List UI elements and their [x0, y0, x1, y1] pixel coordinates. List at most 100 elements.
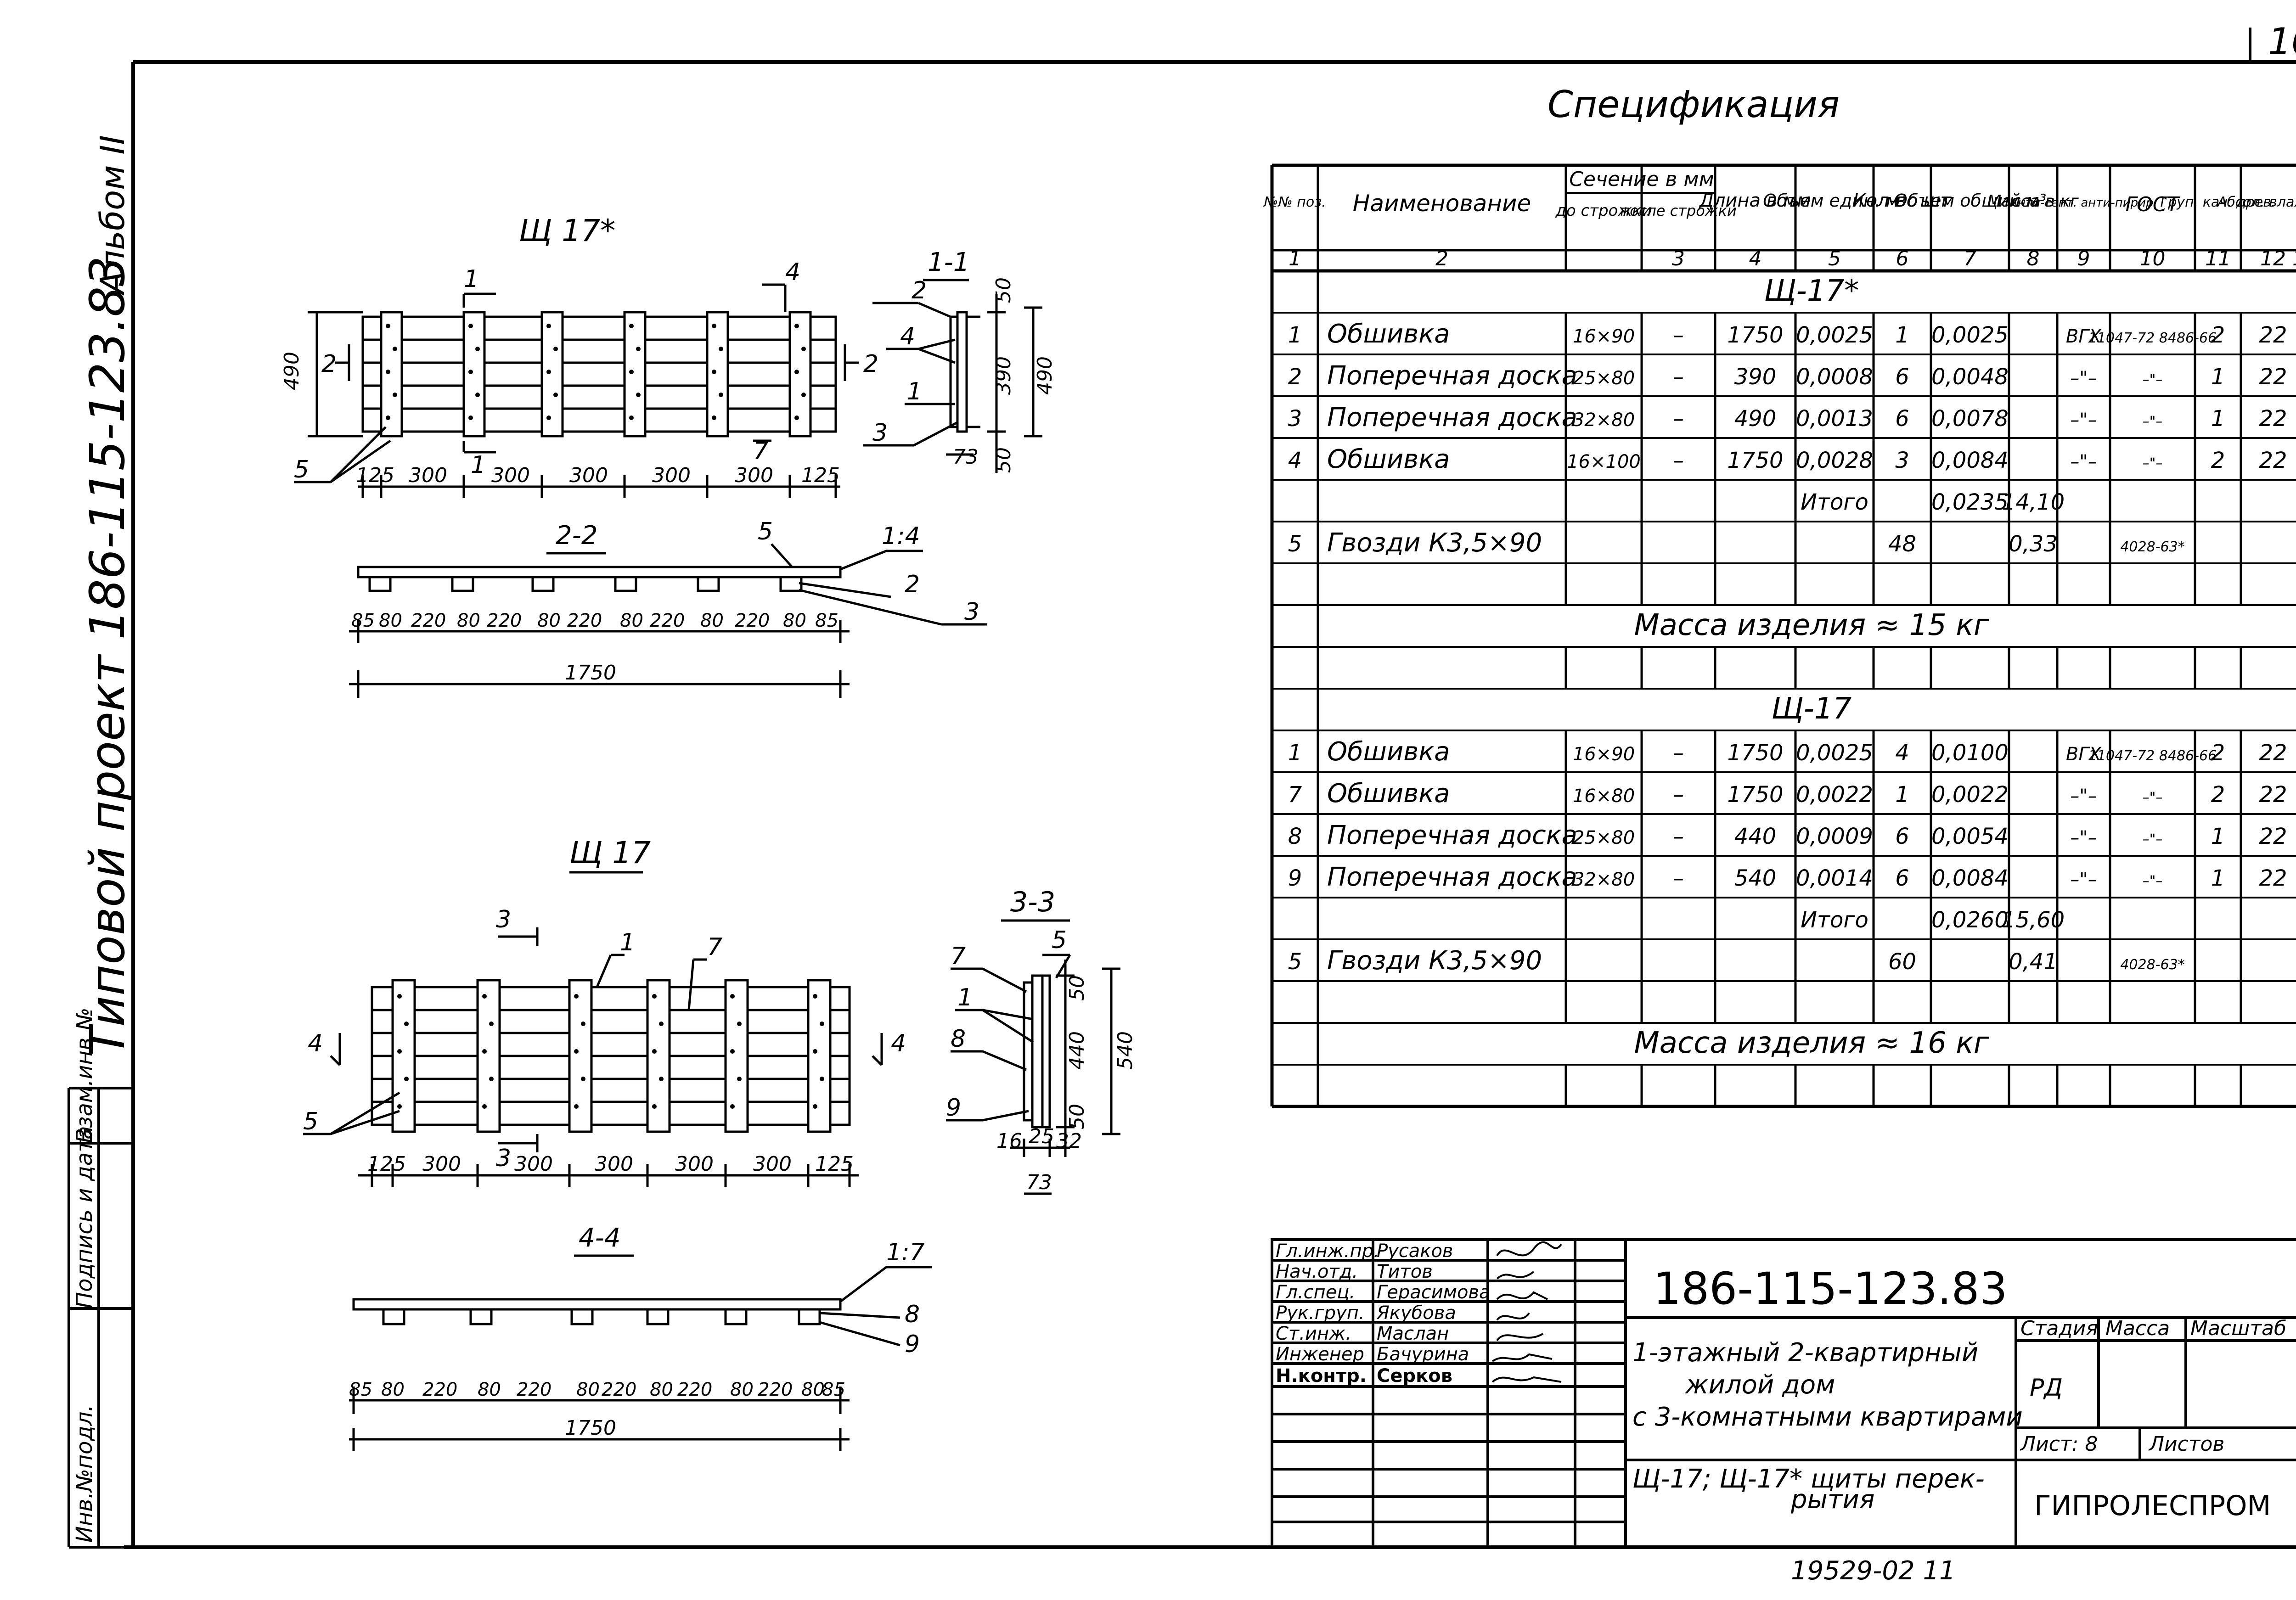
scale-label: Масштаб [2190, 1317, 2286, 1340]
spec-header-antiseptic: Анти-септ. анти-пирир. [2009, 196, 2157, 210]
panel-b-dim: 125 [367, 1152, 406, 1176]
s11-mark: 4 [900, 323, 915, 350]
spec-cell: 22 [2259, 824, 2287, 849]
spec-cell: 7 [1288, 782, 1302, 808]
spec-cell: –"– [2070, 451, 2097, 472]
spec-cell: 0,0235 [1931, 489, 2009, 515]
spec-cell: 1 [1895, 782, 1909, 808]
s22-dim: 80 [700, 610, 724, 631]
spec-cell: 16×90 [1573, 326, 1635, 347]
spec-mass-total: Масса изделия ≈ 16 кг [1634, 1026, 1989, 1060]
s22-dim: 80 [537, 610, 561, 631]
s22-dim: 80 [783, 610, 806, 631]
spec-cell: 15,60 [2002, 907, 2065, 933]
spec-cell: 22 [2259, 782, 2287, 808]
spec-cell: 5 [1288, 531, 1302, 557]
sheets-label: Листов [2148, 1432, 2224, 1456]
staff-name: Титов [1377, 1261, 1433, 1282]
description-line: жилой дом [1684, 1370, 1835, 1400]
panel-b-section-3-3: 3-3 [946, 886, 1120, 1195]
s22-dim: 220 [411, 610, 446, 631]
section-1-1-title: 1-1 [928, 247, 969, 277]
s22-dim: 85 [351, 610, 375, 631]
org-name: ГИПРОЛЕСПРОМ [2034, 1490, 2271, 1522]
spec-cell: 0,0084 [1931, 865, 2009, 891]
panel-b-section-4-4-labels: 1:7 8 9 85 80 220 80 220 80 220 80 220 8… [349, 1239, 925, 1440]
spec-header-pos: №№ поз. [1263, 194, 1326, 210]
s44-dim: 80 [478, 1379, 501, 1400]
spec-cell: 440 [1734, 824, 1777, 849]
spec-section-title: Щ-17 [1772, 692, 1852, 726]
spec-cell: 32×80 [1573, 410, 1635, 431]
spec-col-number: 9 [2077, 247, 2090, 270]
s22-dim: 220 [487, 610, 522, 631]
spec-cell: 0,0014 [1796, 865, 1873, 891]
spec-cell: 0,0025 [1796, 322, 1873, 348]
spec-cell: Обшивка [1327, 319, 1450, 349]
title-block-description: 1-этажный 2-квартирный жилой дом с 3-ком… [1632, 1338, 2023, 1515]
section-2-2-title: 2-2 [556, 521, 597, 550]
spec-cell: 3 [1288, 406, 1302, 432]
spec-cell: 0,0009 [1796, 824, 1873, 849]
spec-cell: 0,33 [2009, 531, 2058, 557]
staff-role: Гл.спец. [1276, 1282, 1355, 1303]
sheet-title-line: Щ-17; Щ-17* щиты перек- [1632, 1464, 1985, 1494]
spec-cell: 48 [1888, 531, 1916, 557]
spec-cell: 8 [1288, 824, 1302, 849]
s11-dim: 50 [992, 447, 1015, 473]
sheet-frame: 10 [124, 20, 2296, 1549]
panel-b-title: Щ 17 [569, 835, 651, 870]
s44-dim: 80 [381, 1379, 405, 1400]
staff-role: Н.контр. [1276, 1365, 1367, 1387]
spec-cell: – [1673, 865, 1684, 891]
spec-cell: –"– [2070, 786, 2097, 807]
spec-cell: 11047-72 8486-66 [2088, 330, 2217, 346]
spec-cell: 32×80 [1573, 869, 1635, 890]
staff-name: Герасимова [1377, 1282, 1491, 1303]
footer-code: 19529-02 11 [1791, 1556, 1956, 1586]
spec-col-number: 13 [2292, 247, 2296, 270]
spec-cell: –"– [2143, 831, 2163, 848]
spec-cell: 0,0084 [1931, 448, 2009, 473]
s11-dim: 50 [992, 277, 1015, 303]
section-4-4-title: 4-4 [579, 1223, 620, 1253]
s44-mark: 9 [905, 1331, 920, 1358]
spec-header-gost: ГОСТ [2126, 193, 2181, 216]
spec-cell: 0,0008 [1796, 364, 1873, 390]
s44-dim: 80 [801, 1379, 825, 1400]
s33-dim: 50 [1065, 975, 1089, 1001]
s22-dim: 220 [735, 610, 770, 631]
spec-header-length: Длина в мм [1699, 190, 1811, 211]
spec-cell: 4 [1288, 448, 1302, 473]
spec-cell: 5 [1288, 949, 1302, 975]
s22-dim: 80 [457, 610, 480, 631]
spec-mass-total: Масса изделия ≈ 15 кг [1634, 608, 1989, 642]
s11-mark: 1 [907, 378, 922, 405]
spec-col-number: 1 [1289, 247, 1301, 270]
panel-a-title: Щ 17* [519, 213, 615, 248]
spec-cell: Гвозди К3,5×90 [1327, 528, 1542, 558]
spec-header-name: Наименование [1353, 190, 1531, 217]
spec-cell: 1 [2211, 364, 2225, 390]
staff-role: Ст.инж. [1276, 1323, 1351, 1344]
section-3-3-title: 3-3 [1010, 886, 1055, 918]
panel-a-plan: Щ 17* 490 2 2 1 [280, 213, 878, 498]
spec-cell: 22 [2259, 364, 2287, 390]
spec-cell: 22 [2259, 406, 2287, 432]
spec-col-number: 12 [2260, 247, 2286, 270]
album-label: Альбом II [93, 135, 132, 296]
spec-header-total-volume: Объем общий м³ [1894, 191, 2046, 211]
spec-cell: Обшивка [1327, 737, 1450, 767]
s22-total: 1750 [565, 661, 616, 685]
s22-mark: 1:4 [882, 522, 920, 550]
panel-a-section-2-2-labels: 5 1:4 2 3 85 80 220 80 220 80 220 80 220… [351, 518, 979, 685]
spec-header-after: после строжки [1620, 202, 1736, 219]
left-stamp: Взам.инв.№ Подпись и дата Инв.№подл. Аль… [68, 135, 135, 1549]
spec-cell: – [1673, 740, 1684, 766]
s33-mark: 5 [1052, 926, 1067, 954]
spec-header-qty: Кол-во шт [1853, 190, 1952, 211]
s11-dim: 73 [953, 445, 979, 469]
s44-total: 1750 [565, 1416, 616, 1440]
